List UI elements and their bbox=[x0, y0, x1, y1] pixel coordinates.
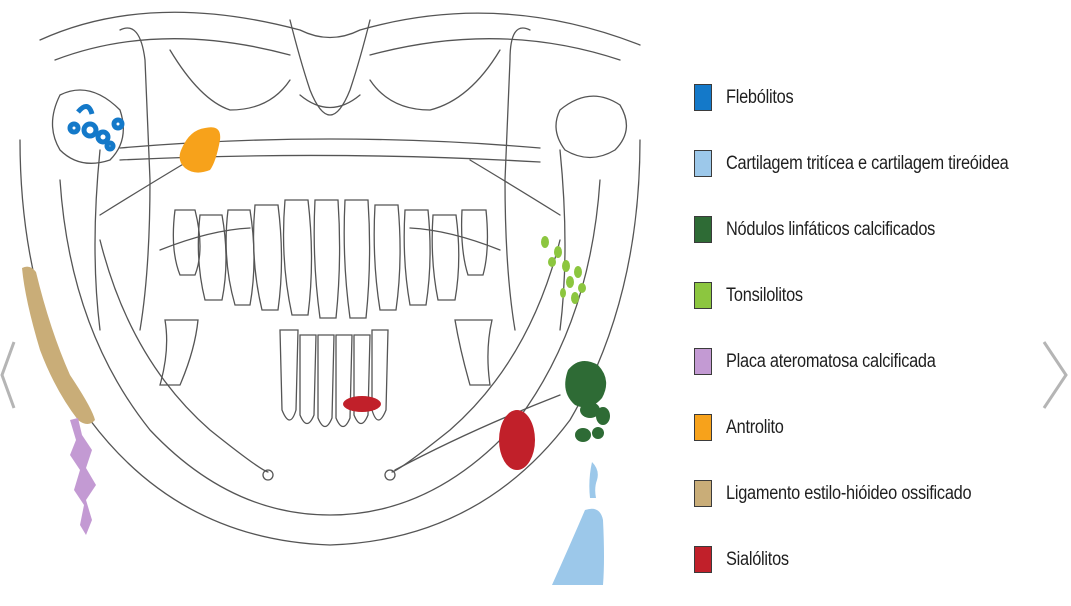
legend-item: Ligamento estilo-hióideo ossificado bbox=[694, 474, 1064, 513]
flebolitos-marks bbox=[70, 106, 122, 149]
legend-label: Placa ateromatosa calcificada bbox=[726, 351, 936, 373]
legend-label: Antrolito bbox=[726, 417, 784, 439]
chevron-left-icon[interactable] bbox=[0, 330, 30, 420]
legend-swatch bbox=[694, 282, 712, 309]
legend-swatch bbox=[694, 84, 712, 111]
legend-swatch bbox=[694, 546, 712, 573]
legend-item: Cartilagem tritícea e cartilagem tireóid… bbox=[694, 144, 1064, 183]
sialolito-chin-mark bbox=[343, 396, 381, 412]
legend-label: Flebólitos bbox=[726, 87, 793, 109]
ligamento-mark bbox=[22, 267, 95, 424]
legend-label: Tonsilolitos bbox=[726, 285, 803, 307]
legend-item: Flebólitos bbox=[694, 78, 1064, 117]
tonsilolitos-marks bbox=[541, 236, 586, 304]
legend-item: Placa ateromatosa calcificada bbox=[694, 342, 1064, 381]
legend-label: Nódulos linfáticos calcificados bbox=[726, 219, 935, 241]
placa-mark bbox=[70, 418, 96, 535]
legend-label: Sialólitos bbox=[726, 549, 789, 571]
nodulos-marks bbox=[565, 361, 610, 442]
antrolito-mark bbox=[180, 127, 221, 172]
legend-item: Tonsilolitos bbox=[694, 276, 1064, 315]
legend-swatch bbox=[694, 414, 712, 441]
jaw-outline bbox=[20, 12, 640, 545]
panoramic-jaw-diagram bbox=[0, 0, 660, 585]
legend-label: Ligamento estilo-hióideo ossificado bbox=[726, 483, 971, 505]
legend-swatch bbox=[694, 150, 712, 177]
legend-swatch bbox=[694, 348, 712, 375]
chevron-right-icon[interactable] bbox=[1040, 330, 1070, 420]
legend-swatch bbox=[694, 480, 712, 507]
legend-label: Cartilagem tritícea e cartilagem tireóid… bbox=[726, 153, 1009, 175]
legend-item: Nódulos linfáticos calcificados bbox=[694, 210, 1064, 249]
sialolito-submandibular-mark bbox=[499, 410, 535, 470]
legend-swatch bbox=[694, 216, 712, 243]
legend-item: Sialólitos bbox=[694, 540, 1064, 579]
legend-item: Antrolito bbox=[694, 408, 1064, 447]
cartilagem-mark bbox=[552, 462, 604, 585]
